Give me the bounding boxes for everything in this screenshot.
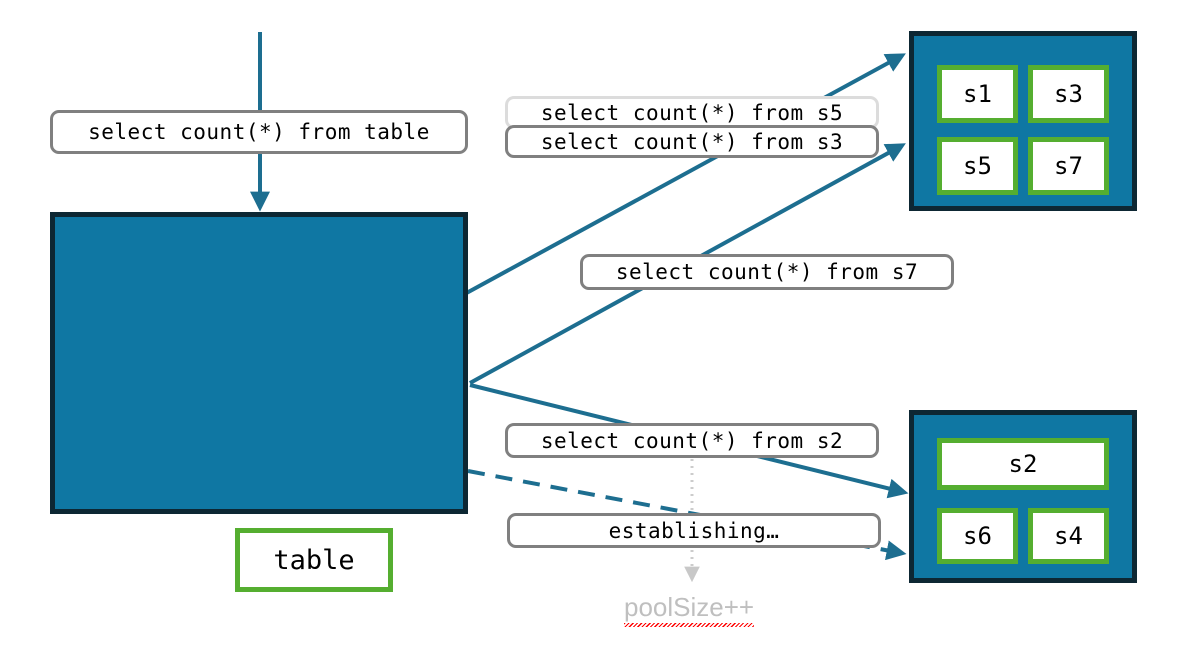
shard-node-s4[interactable]: s4 [1028, 508, 1109, 564]
shard-node-s5[interactable]: s5 [937, 137, 1018, 195]
table-container: table [50, 212, 468, 592]
poolsize-annotation: poolSize++ [624, 592, 755, 627]
poolsize-annotation-text: poolSize++ [624, 592, 755, 627]
query-label-from-s3[interactable]: select count(*) from s3 [505, 125, 879, 158]
shard-node-s7[interactable]: s7 [1028, 137, 1109, 195]
query-label-from-s7[interactable]: select count(*) from s7 [580, 254, 954, 290]
shard-node-s1[interactable]: s1 [937, 65, 1018, 123]
status-label-establishing[interactable]: establishing… [507, 513, 881, 548]
query-label-from-s2[interactable]: select count(*) from s2 [505, 423, 879, 458]
node-table[interactable]: table [235, 528, 393, 592]
shard-node-s3[interactable]: s3 [1028, 65, 1109, 123]
shard-node-s6[interactable]: s6 [937, 508, 1018, 564]
query-label-from-table[interactable]: select count(*) from table [50, 110, 468, 154]
shard-node-s2[interactable]: s2 [937, 438, 1109, 490]
